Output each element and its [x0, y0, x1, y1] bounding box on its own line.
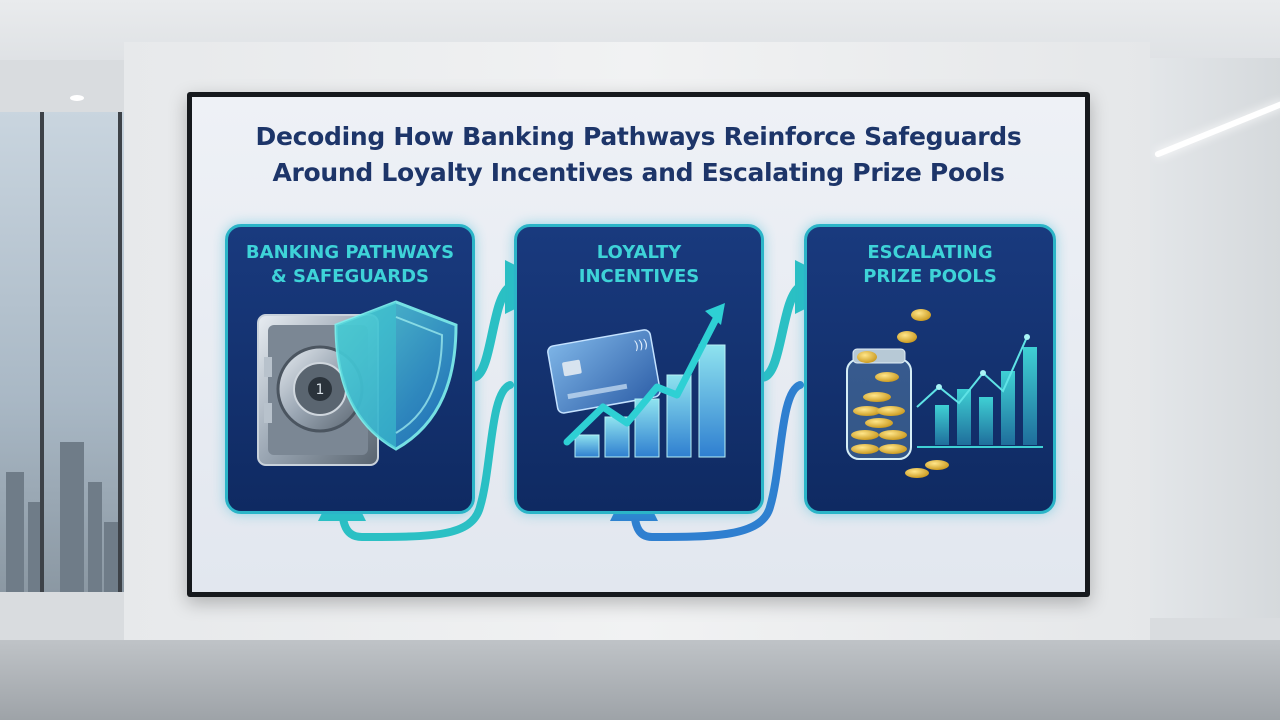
card-escalating-prize-pools-label-line-1: ESCALATING: [867, 242, 993, 263]
flow-arrows: [318, 260, 849, 542]
vault-shield-icon: 1: [257, 300, 458, 466]
display-screen: Decoding How Banking Pathways Reinforce …: [187, 92, 1090, 597]
floor: [0, 640, 1280, 720]
card-banking-pathways-label: BANKING PATHWAYS & SAFEGUARDS: [236, 241, 464, 289]
slide-title-line-1: Decoding How Banking Pathways Reinforce …: [255, 122, 1022, 151]
card-escalating-prize-pools-label-line-2: PRIZE POOLS: [863, 266, 997, 287]
card-escalating-prize-pools: ESCALATING PRIZE POOLS: [804, 224, 1056, 514]
card-loyalty-incentives-label-line-2: INCENTIVES: [578, 266, 700, 287]
card-banking-pathways-label-line-2: & SAFEGUARDS: [271, 266, 429, 287]
vault-dial-number: 1: [316, 382, 325, 398]
credit-card-growth-chart-icon: ))): [547, 303, 726, 458]
coin-jar-chart-icon: [846, 309, 1043, 478]
svg-text:))): ))): [633, 337, 649, 353]
slide-title: Decoding How Banking Pathways Reinforce …: [212, 119, 1065, 191]
card-loyalty-incentives-label: LOYALTY INCENTIVES: [525, 241, 753, 289]
arrow-loyalty-to-banking-loop: [318, 381, 514, 542]
slide-title-line-2: Around Loyalty Incentives and Escalating…: [272, 158, 1005, 187]
ceiling-spotlight: [70, 95, 84, 101]
card-loyalty-incentives-label-line-1: LOYALTY: [596, 242, 682, 263]
arrow-prize-to-loyalty-loop: [610, 381, 804, 542]
slide: Decoding How Banking Pathways Reinforce …: [192, 97, 1085, 592]
card-loyalty-incentives: LOYALTY INCENTIVES ))): [514, 224, 764, 514]
arrow-loyalty-to-prize: [759, 260, 849, 382]
right-wall: [1150, 58, 1280, 618]
left-window: [0, 112, 124, 592]
card-banking-pathways-label-line-1: BANKING PATHWAYS: [245, 242, 455, 263]
card-banking-pathways: BANKING PATHWAYS & SAFEGUARDS 1: [225, 224, 475, 514]
arrow-banking-to-loyalty: [470, 260, 559, 382]
card-escalating-prize-pools-label: ESCALATING PRIZE POOLS: [815, 241, 1045, 289]
